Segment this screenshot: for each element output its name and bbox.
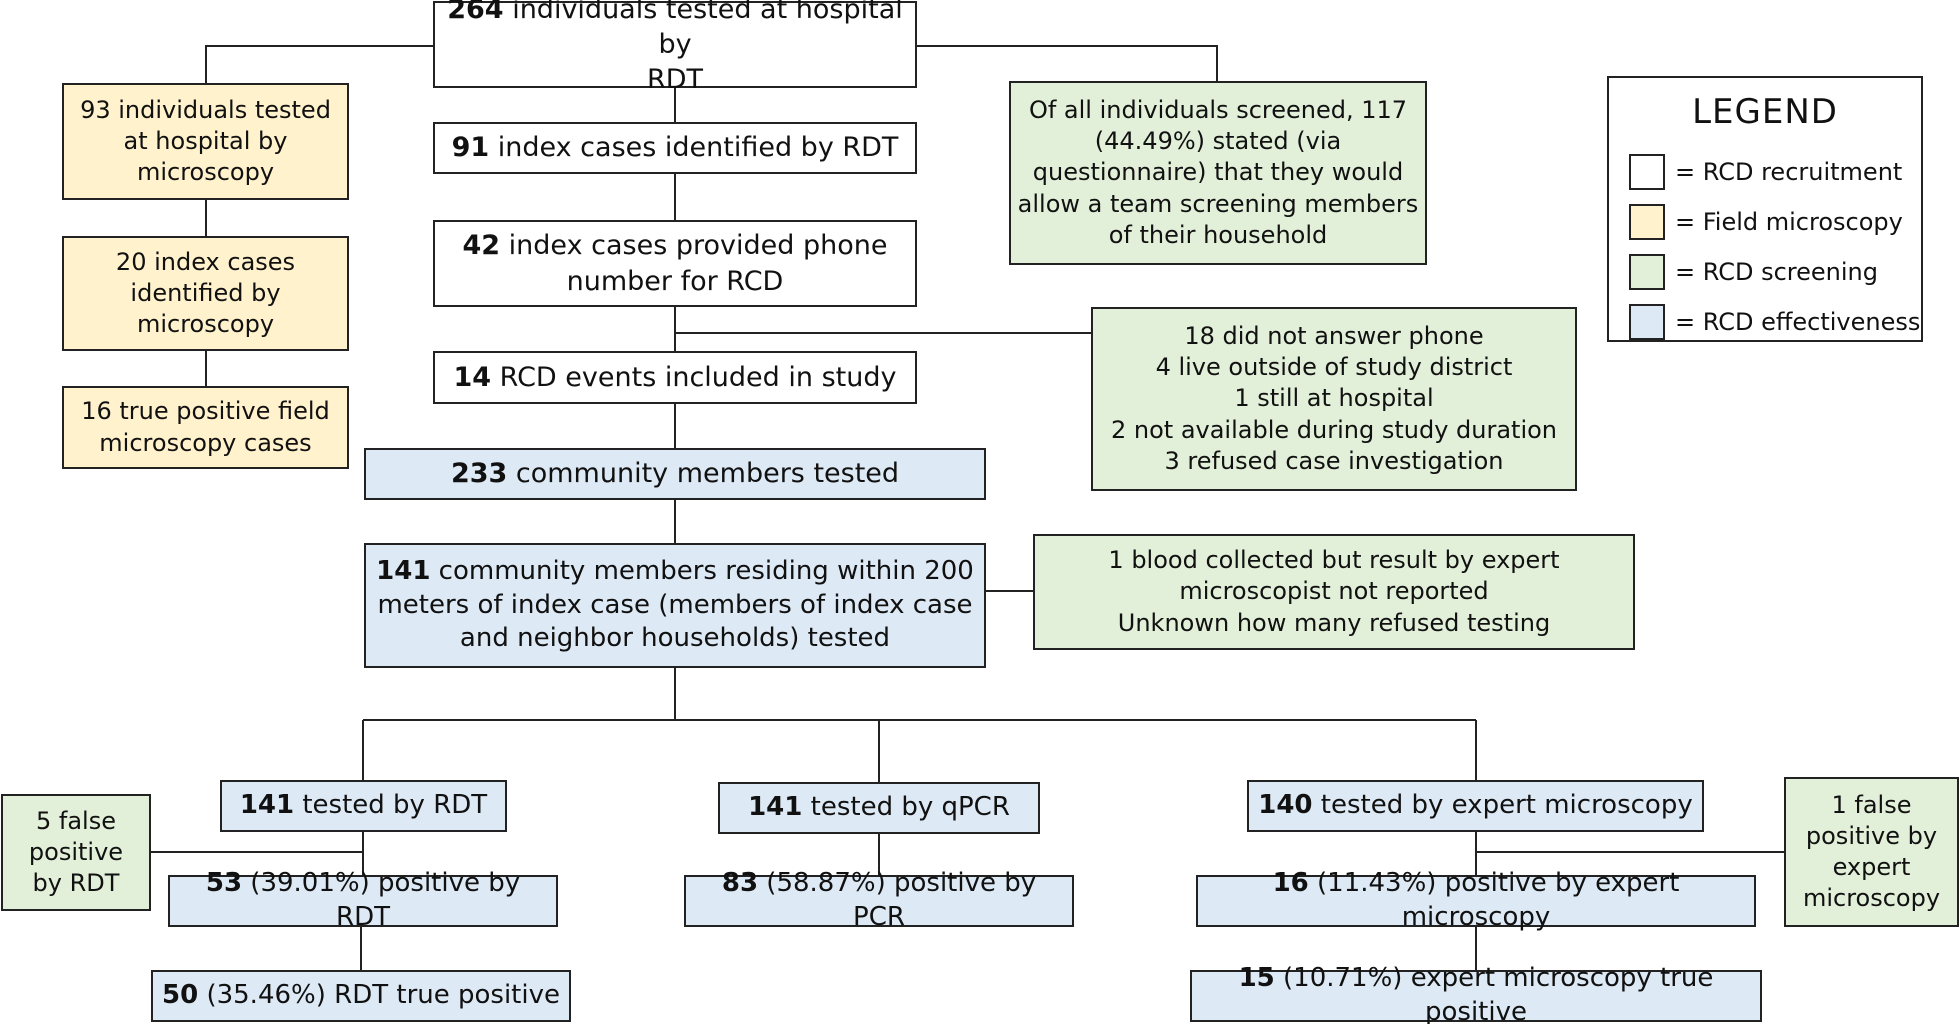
legend-item-field-microscopy: = Field microscopy: [1629, 202, 1903, 242]
legend: LEGEND = RCD recruitment = Field microsc…: [1607, 76, 1923, 342]
legend-swatch: [1629, 154, 1665, 190]
legend-swatch: [1629, 254, 1665, 290]
node-tested-hospital-rdt: 264 individuals tested at hospital by RD…: [433, 0, 917, 95]
node-within-200m: 141 community members residing within 20…: [364, 543, 986, 668]
node-exclusions: 18 did not answer phone 4 live outside o…: [1091, 307, 1577, 491]
legend-label: = Field microscopy: [1675, 208, 1903, 236]
legend-title: LEGEND: [1692, 92, 1838, 132]
legend-swatch: [1629, 304, 1665, 340]
legend-label: = RCD screening: [1675, 258, 1878, 286]
node-false-positive-rdt: 5 false positive by RDT: [1, 794, 151, 911]
node-rcd-events: 14 RCD events included in study: [433, 351, 917, 404]
legend-item-recruitment: = RCD recruitment: [1629, 152, 1902, 192]
node-tested-expert: 140 tested by expert microscopy: [1247, 780, 1704, 832]
node-expert-true-positive: 15 (10.71%) expert microscopy true posit…: [1190, 963, 1762, 1024]
node-community-tested: 233 community members tested: [364, 448, 986, 500]
node-true-positive-field: 16 true positive field microscopy cases: [62, 386, 349, 469]
node-index-cases-rdt: 91 index cases identified by RDT: [433, 122, 917, 174]
node-rdt-true-positive: 50 (35.46%) RDT true positive: [151, 970, 571, 1022]
legend-item-screening: = RCD screening: [1629, 252, 1878, 292]
node-positive-expert: 16 (11.43%) positive by expert microscop…: [1196, 868, 1756, 932]
node-blood-note: 1 blood collected but result by expert m…: [1033, 534, 1635, 650]
node-tested-rdt: 141 tested by RDT: [220, 780, 507, 832]
legend-swatch: [1629, 204, 1665, 240]
node-questionnaire: Of all individuals screened, 117 (44.49%…: [1009, 81, 1427, 265]
legend-label: = RCD effectiveness: [1675, 308, 1921, 336]
node-index-microscopy: 20 index cases identified by microscopy: [62, 236, 349, 351]
node-positive-pcr: 83 (58.87%) positive by PCR: [684, 868, 1074, 932]
node-false-positive-expert: 1 false positive by expert microscopy: [1784, 777, 1959, 927]
legend-item-effectiveness: = RCD effectiveness: [1629, 302, 1920, 342]
node-hospital-microscopy: 93 individuals tested at hospital by mic…: [62, 83, 349, 200]
node-positive-rdt: 53 (39.01%) positive by RDT: [168, 868, 558, 932]
legend-label: = RCD recruitment: [1675, 158, 1903, 186]
node-phone-provided: 42 index cases provided phone number for…: [433, 220, 917, 307]
node-tested-qpcr: 141 tested by qPCR: [718, 782, 1040, 834]
